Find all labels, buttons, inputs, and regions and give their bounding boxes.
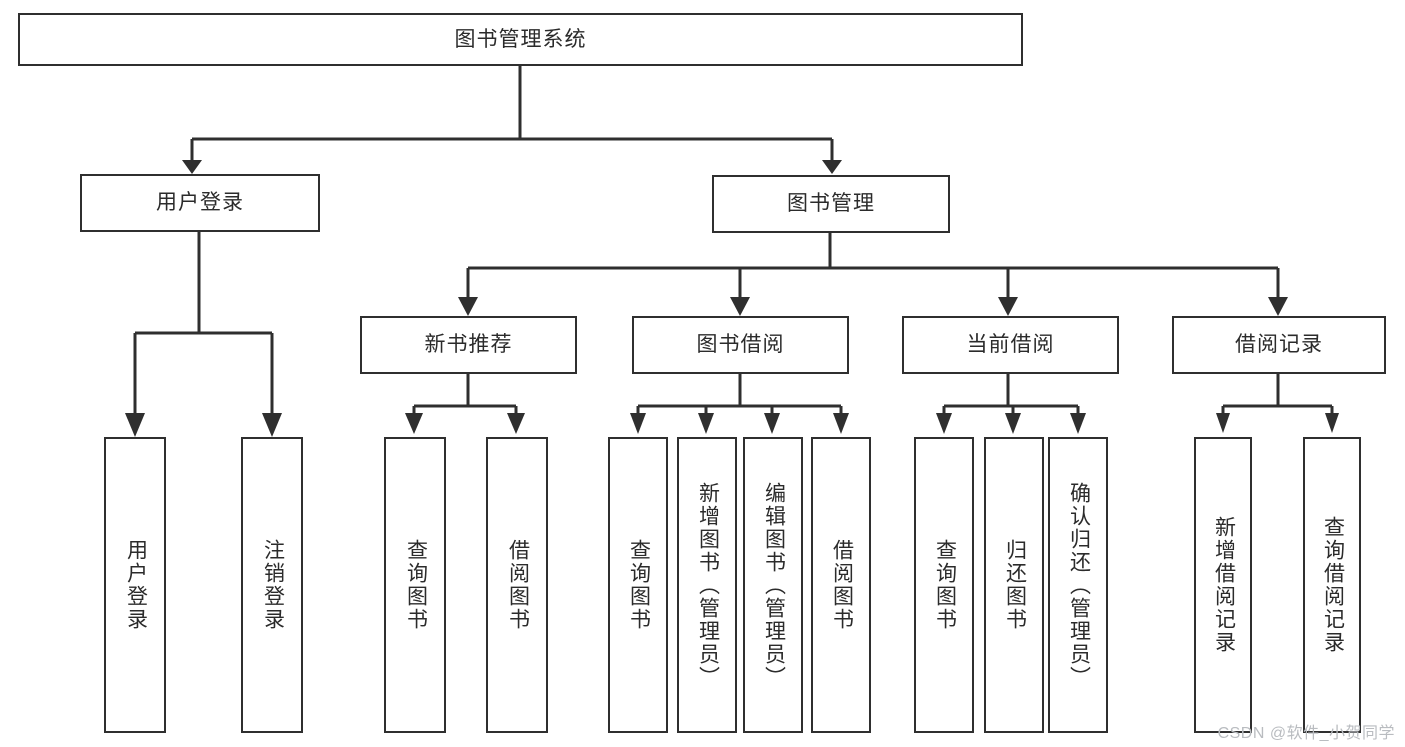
arrowhead-leaf-logout-login [262, 413, 282, 437]
arrowhead-book-manage [822, 160, 842, 174]
leaf-confirm-return[interactable]: 确认归还（管理员） [1048, 437, 1108, 733]
leaf-return-book[interactable]: 归还图书 [984, 437, 1044, 733]
node-book-manage-label: 图书管理 [787, 192, 875, 216]
arrowhead-current-borrow [998, 297, 1018, 316]
leaf-query-book-current[interactable]: 查询图书 [914, 437, 974, 733]
leaf-edit-book[interactable]: 编辑图书（管理员） [743, 437, 803, 733]
arrowhead-leaf-edit-book [764, 413, 780, 434]
leaf-borrow-book-recommend[interactable]: 借阅图书 [486, 437, 548, 733]
leaf-query-book-current-label: 查询图书 [933, 539, 957, 631]
leaf-query-book-recommend[interactable]: 查询图书 [384, 437, 446, 733]
node-current-borrow-label: 当前借阅 [966, 333, 1055, 357]
leaf-add-borrow-record[interactable]: 新增借阅记录 [1194, 437, 1252, 733]
leaf-add-book-label: 新增图书（管理员） [696, 481, 720, 689]
arrowhead-leaf-borrow-book [833, 413, 849, 434]
leaf-query-book-recommend-label: 查询图书 [404, 539, 428, 631]
node-user-login[interactable]: 用户登录 [80, 174, 320, 232]
node-root[interactable]: 图书管理系统 [18, 13, 1023, 66]
leaf-return-book-label: 归还图书 [1003, 539, 1027, 631]
leaf-query-borrow-record[interactable]: 查询借阅记录 [1303, 437, 1361, 733]
leaf-logout-login-label: 注销登录 [261, 539, 285, 631]
arrowhead-leaf-query-book-current [936, 413, 952, 434]
node-borrow-record-label: 借阅记录 [1235, 333, 1323, 357]
arrowhead-book-borrow [730, 297, 750, 316]
leaf-borrow-book[interactable]: 借阅图书 [811, 437, 871, 733]
arrowhead-leaf-borrow-book-rec [507, 413, 525, 434]
arrowhead-leaf-confirm-return [1070, 413, 1086, 434]
leaf-user-login[interactable]: 用户登录 [104, 437, 166, 733]
leaf-logout-login[interactable]: 注销登录 [241, 437, 303, 733]
node-new-book-recommend-label: 新书推荐 [424, 333, 513, 357]
node-book-borrow[interactable]: 图书借阅 [632, 316, 849, 374]
node-new-book-recommend[interactable]: 新书推荐 [360, 316, 577, 374]
leaf-edit-book-label: 编辑图书（管理员） [762, 481, 786, 689]
leaf-query-book-borrow-label: 查询图书 [627, 539, 651, 631]
node-book-borrow-label: 图书借阅 [696, 333, 785, 357]
arrowhead-leaf-return-book [1005, 413, 1021, 434]
node-borrow-record[interactable]: 借阅记录 [1172, 316, 1386, 374]
leaf-add-book[interactable]: 新增图书（管理员） [677, 437, 737, 733]
arrowhead-leaf-query-record [1325, 413, 1339, 433]
arrowhead-leaf-query-book-borrow [630, 413, 646, 434]
node-user-login-label: 用户登录 [156, 191, 244, 215]
arrowhead-leaf-add-record [1216, 413, 1230, 433]
leaf-query-borrow-record-label: 查询借阅记录 [1321, 516, 1345, 654]
leaf-borrow-book-recommend-label: 借阅图书 [506, 539, 530, 631]
arrowhead-leaf-user-login [125, 413, 145, 437]
arrowhead-user-login [182, 160, 202, 174]
leaf-add-borrow-record-label: 新增借阅记录 [1212, 516, 1236, 654]
arrowhead-borrow-record [1268, 297, 1288, 316]
node-root-label: 图书管理系统 [454, 27, 587, 51]
watermark: CSDN @软件_小贺同学 [1217, 725, 1395, 742]
leaf-query-book-borrow[interactable]: 查询图书 [608, 437, 668, 733]
arrowhead-leaf-add-book [698, 413, 714, 434]
node-current-borrow[interactable]: 当前借阅 [902, 316, 1119, 374]
node-book-manage[interactable]: 图书管理 [712, 175, 950, 233]
leaf-user-login-label: 用户登录 [124, 539, 148, 631]
leaf-borrow-book-label: 借阅图书 [830, 539, 854, 631]
arrowhead-recommend [458, 297, 478, 316]
leaf-confirm-return-label: 确认归还（管理员） [1067, 481, 1091, 689]
arrowhead-leaf-query-book-rec [405, 413, 423, 434]
